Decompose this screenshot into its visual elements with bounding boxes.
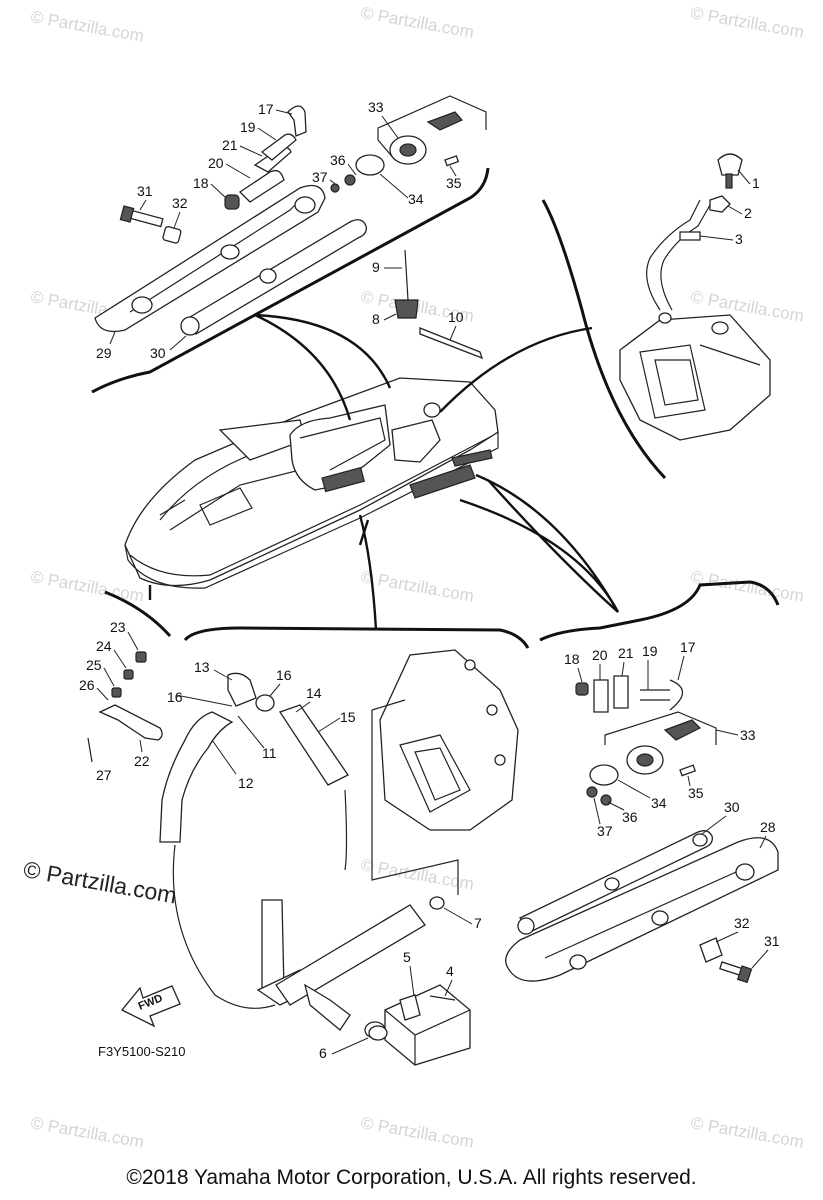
callout-30b: 30 (724, 799, 740, 815)
callout-22: 22 (134, 753, 150, 769)
engine-mount-housing (371, 649, 519, 895)
link-parts-top (224, 105, 307, 210)
callout-33b: 33 (740, 727, 756, 743)
callout-14: 14 (306, 685, 322, 701)
watermark: © Partzilla.com (689, 567, 805, 606)
callout-36b: 36 (622, 809, 638, 825)
callout-25: 25 (86, 657, 102, 673)
link-parts-bottom (575, 675, 684, 713)
watermark: © Partzilla.com (29, 567, 145, 606)
parts-8-9-10: 9 8 10 (372, 249, 484, 360)
callout-35: 35 (446, 175, 462, 191)
callout-32: 32 (172, 195, 188, 211)
bolt-31-top (119, 205, 182, 244)
callout-32b: 32 (734, 915, 750, 931)
callout-18: 18 (193, 175, 209, 191)
callout-6: 6 (319, 1045, 327, 1061)
clamp-33-top (330, 95, 487, 193)
frame-top-left (91, 167, 490, 394)
callouts-bracket: 23 24 25 26 27 22 (79, 619, 150, 783)
box-part-5 (368, 984, 471, 1066)
callout-34: 34 (408, 191, 424, 207)
bracket-22-group (87, 651, 163, 763)
callout-5: 5 (403, 949, 411, 965)
callout-1: 1 (752, 175, 760, 191)
callout-19: 19 (240, 119, 256, 135)
callout-17: 17 (258, 101, 274, 117)
callout-28: 28 (760, 819, 776, 835)
watermark: © Partzilla.com (359, 567, 475, 606)
callouts-top-left: 17 19 21 20 18 31 32 33 36 37 35 34 29 3… (96, 99, 462, 361)
watermark: © Partzilla.com (689, 1113, 805, 1152)
callout-31b: 31 (764, 933, 780, 949)
callout-29: 29 (96, 345, 112, 361)
callout-27: 27 (96, 767, 112, 783)
callout-20: 20 (208, 155, 224, 171)
callout-9: 9 (372, 259, 380, 275)
callout-8: 8 (372, 311, 380, 327)
callout-37b: 37 (597, 823, 613, 839)
fwd-arrow-icon: FWD (120, 985, 181, 1028)
pointer-arrows-top (148, 313, 593, 600)
callouts-hoses: 13 16 16 14 15 11 12 7 (167, 659, 482, 931)
pointer-arrows-bottom-right (459, 473, 620, 613)
callout-7: 7 (474, 915, 482, 931)
callout-15: 15 (340, 709, 356, 725)
frame-bottom-left (104, 590, 172, 637)
frame-top-right (541, 199, 667, 480)
watermark: © Partzilla.com (29, 1113, 145, 1152)
grab-handle-top (94, 184, 367, 336)
callout-26: 26 (79, 677, 95, 693)
callout-19b: 19 (642, 643, 658, 659)
callout-21b: 21 (618, 645, 634, 661)
callout-21: 21 (222, 137, 238, 153)
callout-12: 12 (238, 775, 254, 791)
callout-30: 30 (150, 345, 166, 361)
callout-17b: 17 (680, 639, 696, 655)
watermark: © Partzilla.com (689, 3, 805, 42)
copyright-notice: ©2018 Yamaha Motor Corporation, U.S.A. A… (126, 1166, 697, 1189)
callout-4: 4 (446, 963, 454, 979)
watermark: © Partzilla.com (359, 1113, 475, 1152)
callout-20b: 20 (592, 647, 608, 663)
callout-10: 10 (448, 309, 464, 325)
callouts-box: 4 5 6 (319, 949, 454, 1061)
clamp-33-bottom (586, 711, 717, 806)
callout-24: 24 (96, 638, 112, 654)
frame-bottom-center (183, 626, 530, 649)
callout-36: 36 (330, 152, 346, 168)
callout-16b: 16 (167, 689, 183, 705)
arrow-bottom-center (358, 514, 378, 631)
watercraft-hull (124, 377, 499, 589)
callout-11: 11 (262, 745, 277, 761)
pump-housing-top-right (619, 153, 771, 441)
callout-37: 37 (312, 169, 328, 185)
callout-18b: 18 (564, 651, 580, 667)
callout-33: 33 (368, 99, 384, 115)
diagram-code: F3Y5100-S210 (98, 1044, 186, 1059)
callout-23: 23 (110, 619, 126, 635)
watermark: © Partzilla.com (359, 3, 475, 42)
callout-35b: 35 (688, 785, 704, 801)
callout-3: 3 (735, 231, 743, 247)
callout-16: 16 (276, 667, 292, 683)
frame-bottom-right (539, 580, 780, 642)
callout-31: 31 (137, 183, 153, 199)
watermark: © Partzilla.com (29, 7, 145, 46)
callout-2: 2 (744, 205, 752, 221)
grab-handle-bottom (505, 830, 779, 984)
callout-34b: 34 (651, 795, 667, 811)
callout-13: 13 (194, 659, 210, 675)
callouts-bottom-right: 18 20 21 19 17 33 35 34 36 37 30 28 32 3… (564, 639, 780, 969)
callouts-top-right: 1 2 3 (699, 169, 760, 247)
